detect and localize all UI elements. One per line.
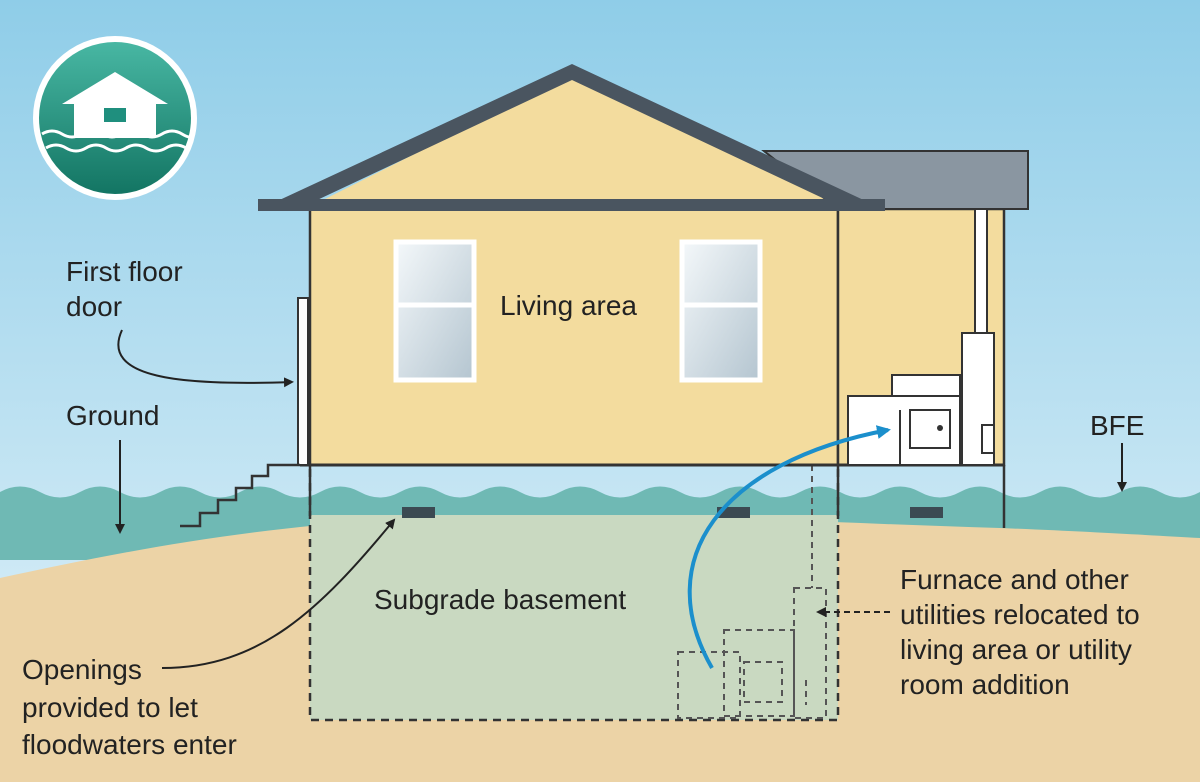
- living-area-label: Living area: [500, 290, 637, 321]
- gable: [325, 75, 830, 199]
- main-roof: [258, 64, 885, 210]
- bfe-label: BFE: [1090, 410, 1145, 441]
- utilities-label: utilities relocated to: [900, 599, 1140, 630]
- window-left: [393, 239, 477, 383]
- openings-label: floodwaters enter: [22, 729, 237, 760]
- basement-area: [310, 515, 838, 720]
- utilities-label: living area or utility: [900, 634, 1132, 665]
- flood-house-badge-icon: [33, 36, 197, 200]
- subgrade-basement-label: Subgrade basement: [374, 584, 627, 615]
- flood-vents: [402, 507, 943, 518]
- openings-label: Openings: [22, 654, 142, 685]
- first-floor-door-label: First floor: [66, 256, 183, 287]
- door-callout-arrow: [117, 329, 294, 388]
- openings-callout-arrow: [161, 518, 396, 669]
- relocation-arrow: [687, 425, 891, 669]
- first-floor-door: [297, 297, 309, 466]
- window-right: [679, 239, 763, 383]
- openings-label: provided to let: [22, 692, 198, 723]
- relocated-utilities: [847, 208, 995, 466]
- first-floor-door-label: door: [66, 291, 123, 322]
- utilities-label: Furnace and other: [900, 564, 1129, 595]
- eave: [258, 199, 885, 211]
- ground-label: Ground: [66, 400, 160, 431]
- utilities-label: room addition: [900, 669, 1070, 700]
- old-utilities-dashed: [677, 465, 827, 719]
- entry-stairs: [180, 463, 300, 528]
